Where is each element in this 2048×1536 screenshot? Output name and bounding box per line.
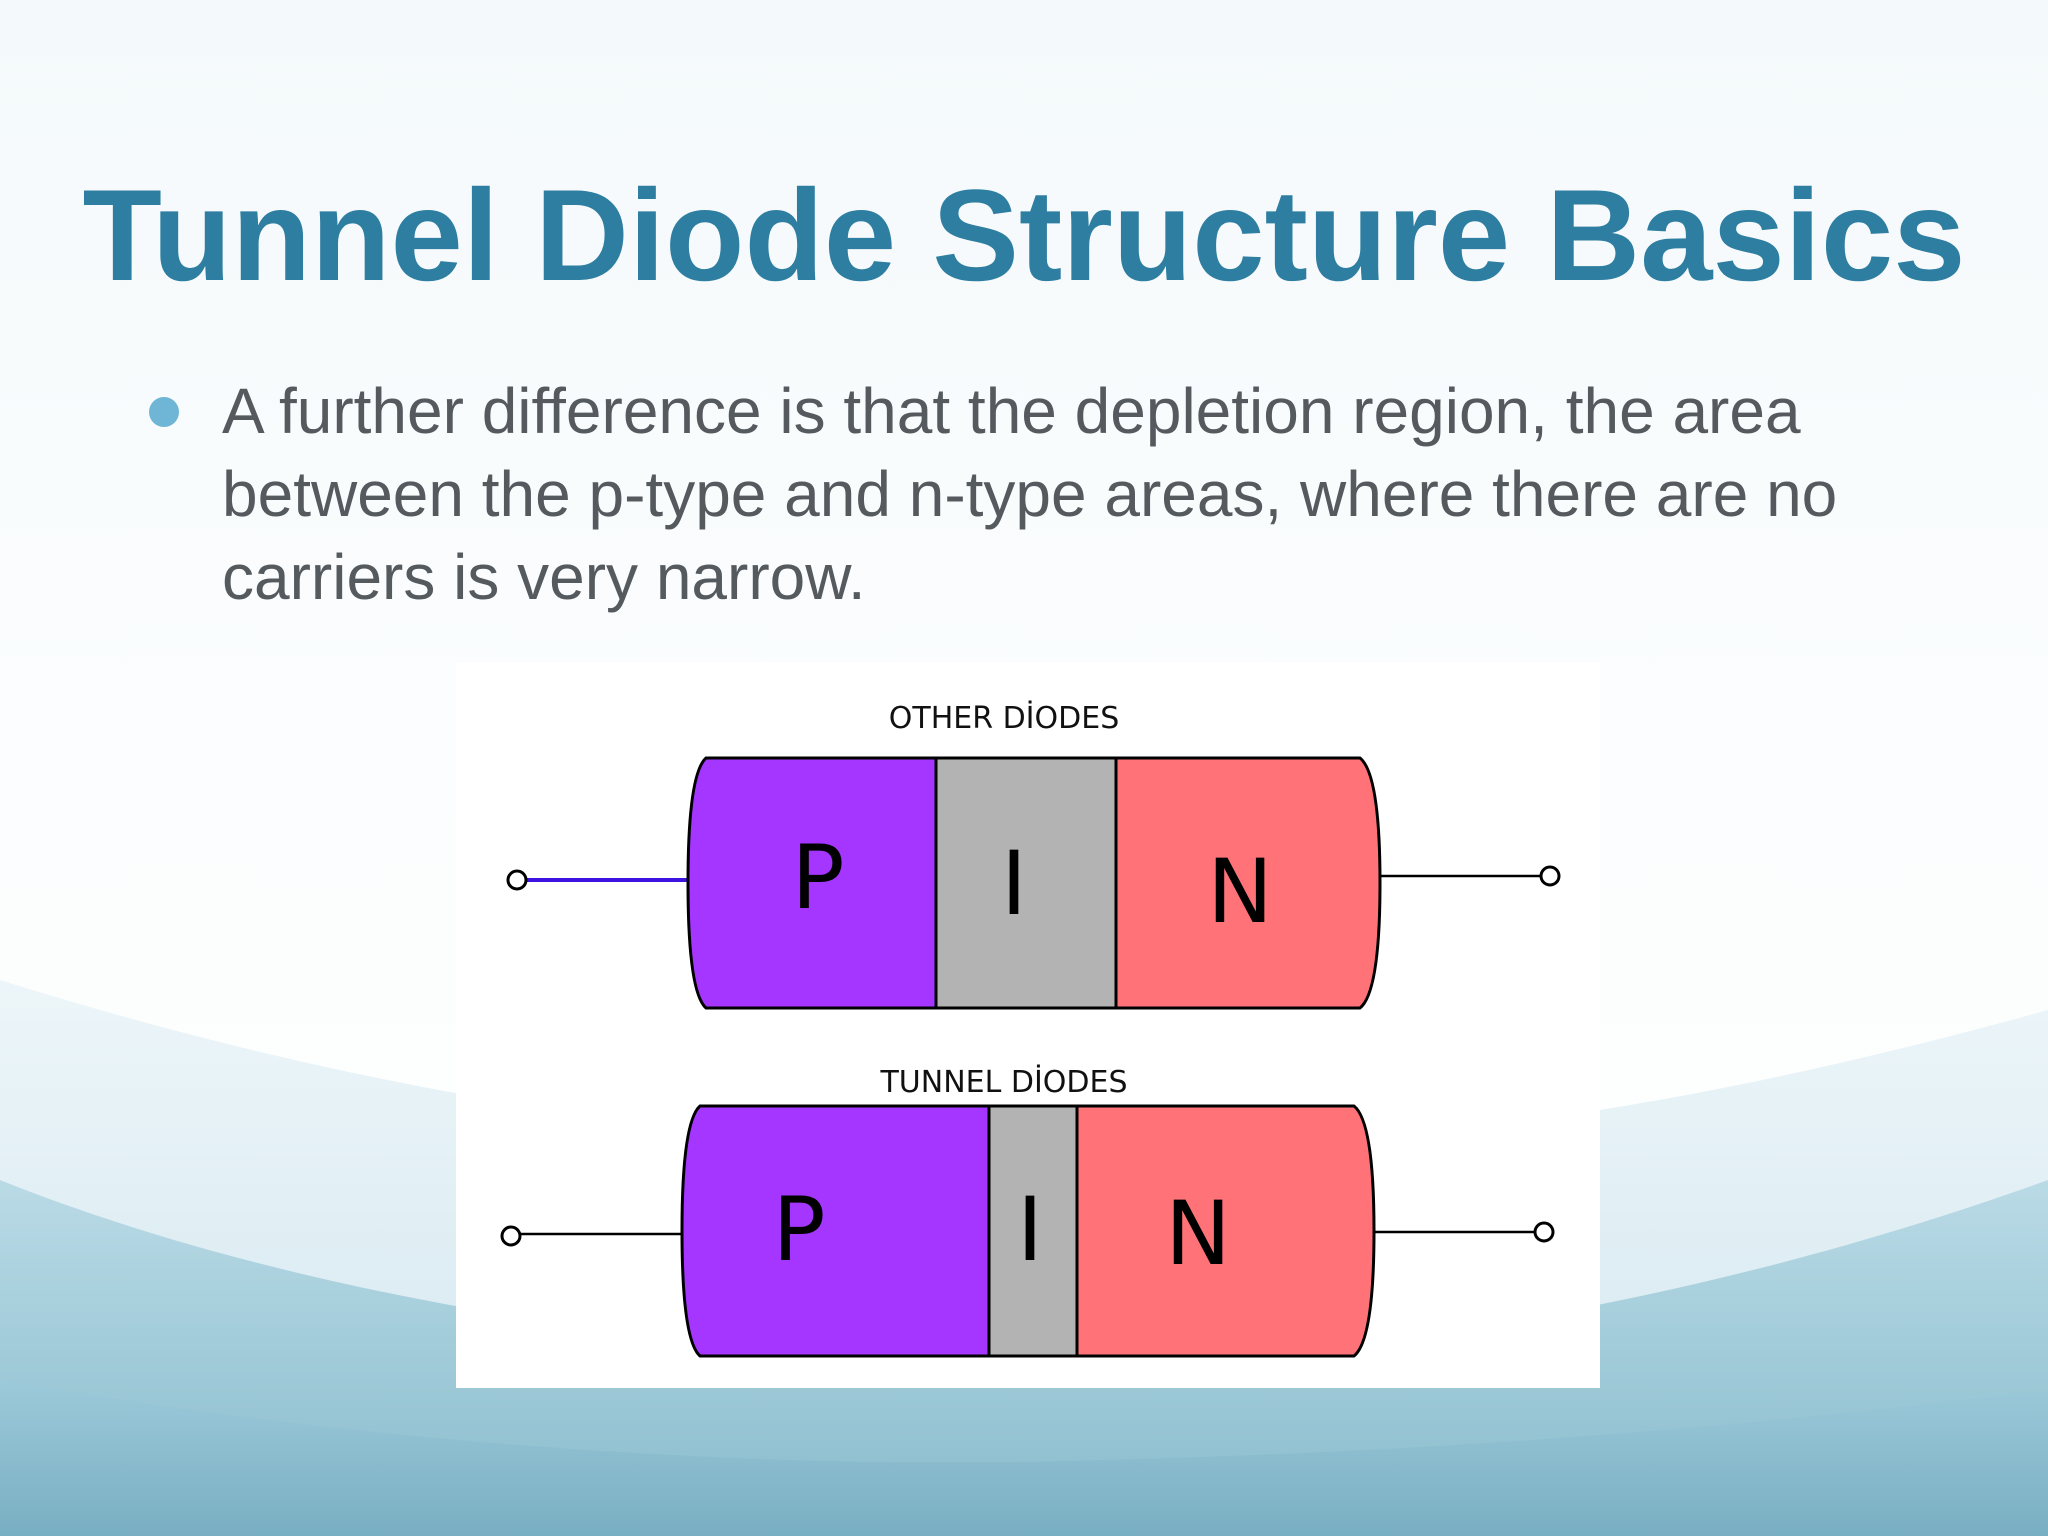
bullet-line: carriers is very narrow. xyxy=(222,541,866,613)
slide-title: Tunnel Diode Structure Basics xyxy=(82,162,1966,308)
diode-heading: OTHER DİODES xyxy=(889,700,1120,736)
background-wave-dark xyxy=(0,1380,2048,1536)
p-region xyxy=(688,758,936,1008)
right-terminal xyxy=(1533,1221,1555,1243)
diode-outline xyxy=(686,756,1382,1010)
bullet-text: A further difference is that the depleti… xyxy=(222,370,2002,619)
other-diodes-group: OTHER DİODES P I N xyxy=(506,700,1561,1010)
right-terminal xyxy=(1539,865,1561,887)
left-terminal xyxy=(500,1225,522,1247)
p-region xyxy=(682,1106,989,1356)
bullet-line: A further difference is that the depleti… xyxy=(222,375,1801,447)
region-letter: N xyxy=(1165,1182,1231,1285)
n-region xyxy=(1116,758,1380,1008)
diagram-panel: OTHER DİODES P I N TUNNEL DİODES xyxy=(456,662,1600,1388)
region-letter: P xyxy=(791,826,844,929)
region-letter: I xyxy=(1001,832,1027,935)
bullet-dot-icon xyxy=(149,397,179,427)
bullet-line: between the p-type and n-type areas, whe… xyxy=(222,458,1838,530)
n-region xyxy=(1077,1106,1374,1356)
tunnel-diodes-group: TUNNEL DİODES P I N xyxy=(500,1064,1555,1358)
region-letter: P xyxy=(772,1178,825,1281)
region-letter: I xyxy=(1017,1178,1043,1281)
i-region xyxy=(989,1106,1077,1356)
diode-heading: TUNNEL DİODES xyxy=(879,1064,1127,1100)
diode-outline xyxy=(680,1104,1376,1358)
region-letter: N xyxy=(1207,840,1273,943)
left-terminal xyxy=(506,869,528,891)
i-region xyxy=(936,758,1116,1008)
diode-diagram: OTHER DİODES P I N TUNNEL DİODES xyxy=(500,700,1561,1358)
